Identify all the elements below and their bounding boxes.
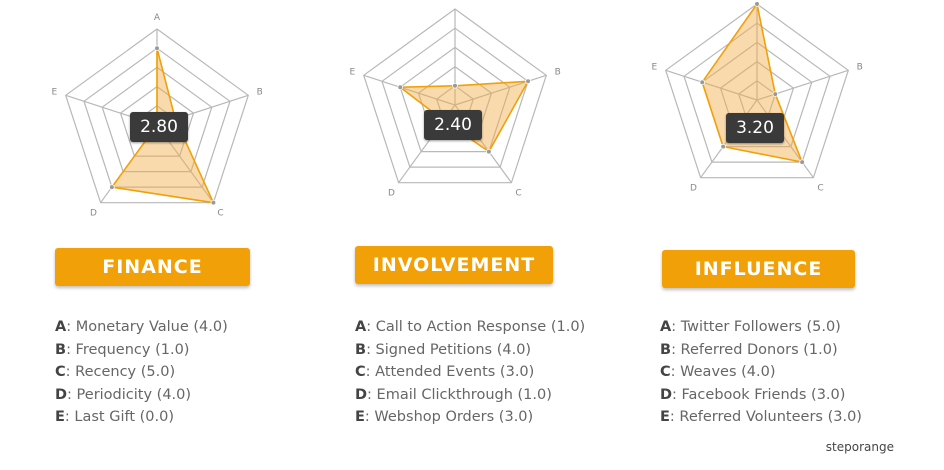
legend-key: D [660,386,673,403]
data-point [799,159,805,165]
involvement-score-badge: 2.40 [424,110,482,140]
legend-key: C [55,364,66,381]
axis-spoke [665,69,758,101]
axis-label: C [217,208,223,218]
legend-key: C [355,364,366,381]
data-point [699,79,706,86]
grid-ring [683,22,831,163]
axis-label: E [349,68,355,78]
legend-item: B: Signed Petitions (4.0) [355,339,585,362]
data-point [210,199,217,206]
legend-item: D: Email Clickthrough (1.0) [355,384,585,407]
legend-text: : Webshop Orders (3.0) [364,409,534,426]
grid-ring [119,85,195,157]
data-point [486,148,492,155]
legend-text: : Referred Volunteers (3.0) [669,409,862,426]
legend-item: B: Frequency (1.0) [55,339,228,362]
legend-text: : Signed Petitions (4.0) [366,341,532,358]
legend-text: : Referred Donors (1.0) [671,341,838,358]
legend-key: A [55,319,67,335]
legend-text: : Monetary Value (4.0) [66,319,228,335]
involvement-legend: A: Call to Action Response (1.0) B: Sign… [355,316,585,429]
grid-ring [664,3,850,179]
legend-key: E [355,409,365,426]
influence-legend: A: Twitter Followers (5.0) B: Referred D… [660,316,862,429]
legend-text: : Recency (5.0) [65,364,176,381]
legend-item: C: Weaves (4.0) [660,361,862,384]
legend-text: : Twitter Followers (5.0) [671,319,841,335]
legend-key: D [355,386,368,403]
axis-label: E [51,88,57,98]
grid-ring [399,46,511,153]
legend-item: E: Webshop Orders (3.0) [355,406,585,429]
axis-label: D [388,188,395,198]
grid-ring [381,27,529,168]
data-point [772,91,779,97]
legend-text: : Last Gift (0.0) [64,409,174,426]
finance-legend: A: Monetary Value (4.0) B: Frequency (1.… [55,316,228,429]
legend-item: A: Twitter Followers (5.0) [660,316,862,339]
legend-item: B: Referred Donors (1.0) [660,339,862,362]
axis-label: C [515,188,521,198]
finance-title-banner: FINANCE [55,248,250,286]
legend-item: E: Referred Volunteers (3.0) [660,406,862,429]
legend-text: : Weaves (4.0) [670,364,776,381]
data-point [525,78,531,85]
legend-key: B [660,341,672,358]
axis-spoke [363,74,456,106]
data-point [154,45,160,51]
axis-spoke [756,99,814,179]
data-point [452,83,458,89]
axis-label: B [857,63,863,73]
legend-text: : Frequency (1.0) [66,341,190,358]
legend-item: C: Attended Events (3.0) [355,361,585,384]
data-point [720,143,726,150]
data-point [109,184,115,190]
influence-score-badge: 3.20 [726,113,784,143]
legend-key: E [55,409,65,426]
grid-ring [83,47,231,188]
legend-key: B [55,341,67,358]
influence-title-banner: INFLUENCE [662,250,855,288]
legend-key: D [55,386,68,403]
legend-key: A [355,319,367,335]
legend-text: : Facebook Friends (3.0) [672,386,846,403]
axis-label: E [651,63,657,73]
grid-ring [362,8,548,184]
legend-item: A: Monetary Value (4.0) [55,316,228,339]
legend-key: B [355,341,367,358]
legend-text: : Attended Events (3.0) [365,364,535,381]
legend-text: : Email Clickthrough (1.0) [367,386,552,403]
axis-spoke [756,69,849,101]
legend-item: D: Facebook Friends (3.0) [660,384,862,407]
legend-item: A: Call to Action Response (1.0) [355,316,585,339]
finance-score-badge: 2.80 [130,112,188,142]
axis-label: D [690,183,697,193]
axis-label: B [555,68,561,78]
data-point [397,84,404,91]
legend-text: : Periodicity (4.0) [67,386,192,403]
legend-item: D: Periodicity (4.0) [55,384,228,407]
grid-ring [101,66,213,173]
data-point [754,1,760,7]
axis-label: B [257,88,263,98]
grid-ring [64,28,250,204]
grid-ring [701,41,813,148]
involvement-title-banner: INVOLVEMENT [355,246,553,284]
credit-text: steporange [825,440,894,454]
legend-key: A [660,319,672,335]
legend-item: E: Last Gift (0.0) [55,406,228,429]
legend-item: C: Recency (5.0) [55,361,228,384]
legend-key: E [660,409,670,426]
axis-spoke [454,74,547,106]
legend-key: C [660,364,671,381]
axis-label: C [817,183,823,193]
axis-label: D [90,208,97,218]
axis-label: A [452,0,459,3]
legend-text: : Call to Action Response (1.0) [366,319,586,335]
axis-label: A [154,13,161,23]
